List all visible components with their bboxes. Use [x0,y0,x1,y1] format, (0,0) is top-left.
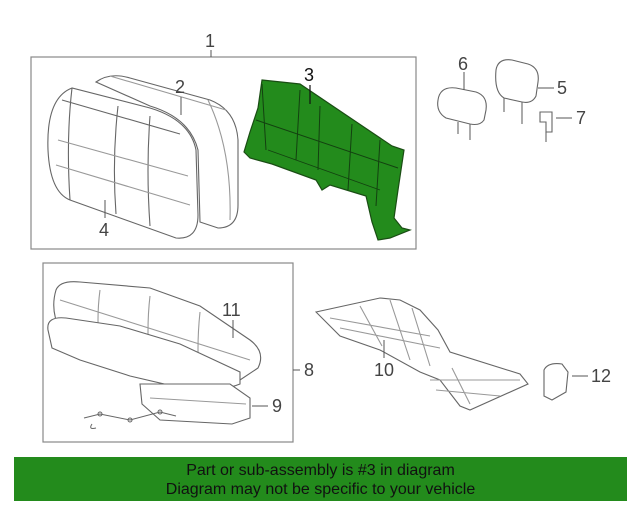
seat-frame-part-10 [314,297,529,411]
seatback-cushion-part-4 [47,87,199,239]
callout-3: 3 [304,65,314,85]
callout-10: 10 [374,360,394,380]
seat-cushion-pad-part-9 [139,383,251,425]
callout-1: 1 [205,31,215,51]
wire-harness [83,409,177,429]
headrest-part-5 [495,59,539,124]
callout-4: 4 [99,220,109,240]
seat-cushion-part-11 [47,281,262,391]
callout-2: 2 [175,77,185,97]
seatback-frame-part-3 [243,79,412,241]
seatback-cover-part-2 [94,75,239,229]
headrest-part-6 [437,87,487,140]
callout-11: 11 [222,300,241,320]
banner-line-1: Part or sub-assembly is #3 in diagram [186,462,455,479]
callout-6: 6 [458,54,468,74]
assembly-1-box [30,56,417,250]
bracket-part-7 [539,111,553,142]
callout-5: 5 [557,78,567,98]
assembly-8-box [42,262,294,443]
callout-8: 8 [304,360,314,380]
callout-9: 9 [272,396,282,416]
hinge-cover-part-12 [543,363,569,401]
banner-line-2: Diagram may not be specific to your vehi… [165,481,476,498]
highlight-banner: Part or sub-assembly is #3 in diagram Di… [14,457,627,501]
callout-7: 7 [576,108,586,128]
callout-12: 12 [591,366,611,386]
